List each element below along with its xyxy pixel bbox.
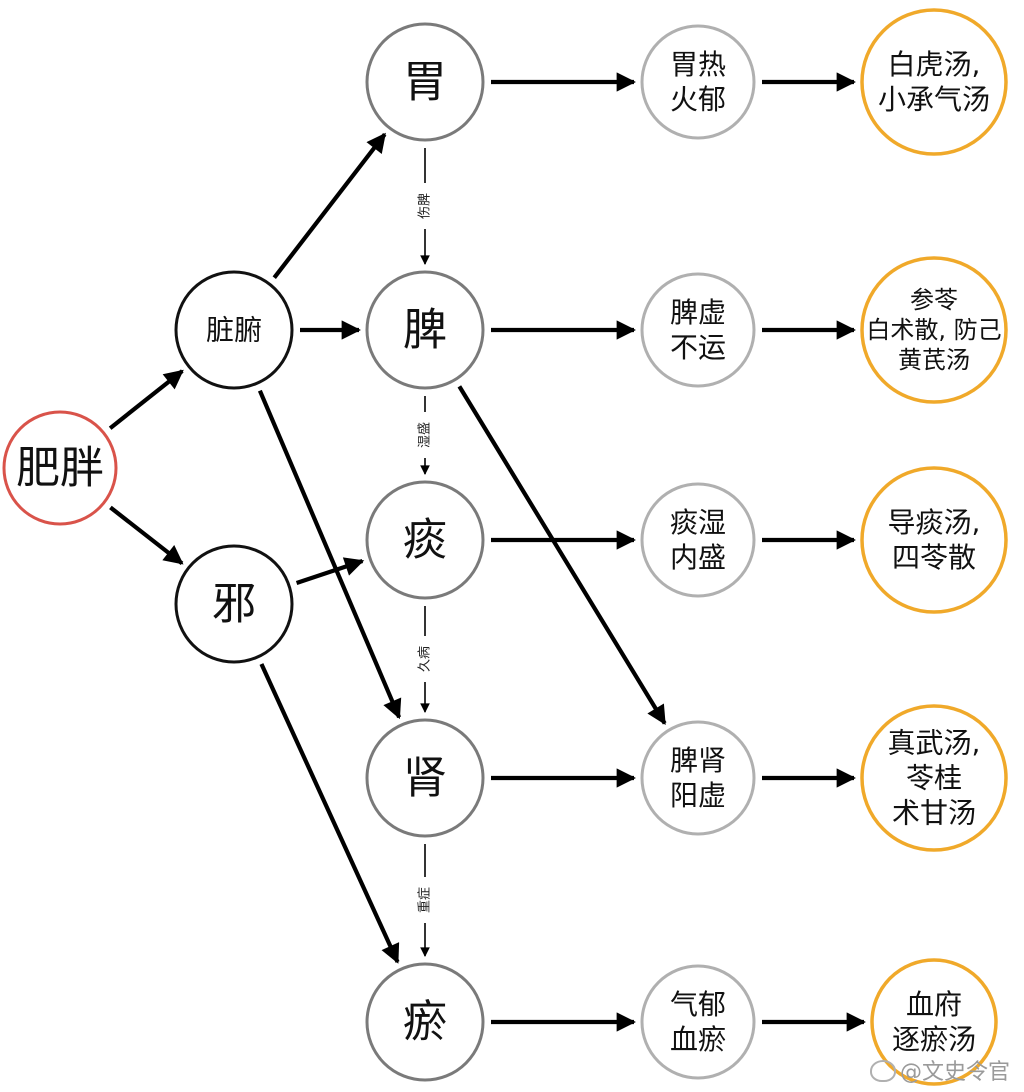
node-circle-t4 [860,704,1008,852]
edge-xie-to-yu [259,663,400,964]
node-text-t3-0: 导痰汤, [888,506,981,539]
watermark-text: @文史令官 [899,1060,1010,1085]
node-text-weire-0: 胃热 [670,48,726,81]
node-text-t1-0: 白虎汤, [888,48,981,81]
node-text-weire-1: 火郁 [670,83,726,116]
node-text-shen-0: 肾 [403,753,447,804]
node-circle-weire [640,24,756,140]
node-xie: 邪 [174,544,294,664]
node-text-yu-0: 瘀 [403,997,447,1048]
node-text-t1-1: 小承气汤 [878,83,990,116]
node-text-tanshi-1: 内盛 [670,541,726,574]
node-t1: 白虎汤,小承气汤 [860,8,1008,156]
node-text-t4-0: 真武汤, [888,727,981,760]
edge-xie-to-tan [295,557,365,586]
node-text-feipang-0: 肥胖 [16,443,104,494]
node-shen: 肾 [365,718,485,838]
node-feipang: 肥胖 [2,410,118,526]
edge-label-pi-tan: 湿盛 [418,422,433,448]
node-wei: 胃 [365,22,485,142]
node-circle-feipang [2,410,118,526]
node-text-xie-0: 邪 [212,579,256,630]
node-circle-wei [365,22,485,142]
node-circle-zangfu [174,270,294,390]
node-text-t2-1: 白术散, 防己 [866,316,1001,344]
node-text-t2-0: 参苓 [910,286,958,314]
node-circle-pi [365,270,485,390]
edge-feipang-to-zangfu [108,369,184,430]
node-text-pi-0: 脾 [403,305,447,356]
node-circle-t2 [860,256,1008,404]
node-circle-t1 [860,8,1008,156]
node-text-pishen-1: 阳虚 [670,779,726,812]
node-text-wei-0: 胃 [403,57,447,108]
weibo-icon [869,1060,896,1082]
node-text-t4-1: 苓桂 [906,762,962,795]
node-text-t5-0: 血府 [906,988,962,1021]
node-circle-xie [174,544,294,664]
node-pi: 脾 [365,270,485,390]
node-circle-pixu [640,272,756,388]
node-circle-qiyu [640,964,756,1080]
edge-zangfu-to-wei [272,132,387,279]
node-t3: 导痰汤,四苓散 [860,466,1008,614]
node-zangfu: 脏腑 [174,270,294,390]
node-text-pixu-1: 不运 [670,331,726,364]
node-text-tanshi-0: 痰湿 [670,506,726,539]
node-text-pishen-0: 脾肾 [670,744,726,777]
edge-pi-to-pishen [457,385,667,725]
node-circle-tanshi [640,482,756,598]
edge-zangfu-to-shen [257,389,402,720]
watermark: @文史令官 [869,1054,1010,1086]
edge-label-wei-pi: 伤脾 [418,193,433,219]
node-text-zangfu-0: 脏腑 [206,314,262,347]
node-circle-tan [365,480,485,600]
node-text-qiyu-1: 血瘀 [670,1023,726,1056]
node-text-pixu-0: 脾虚 [670,296,726,329]
edge-label-tan-shen: 久病 [418,646,433,672]
edge-feipang-to-xie [109,505,184,566]
node-text-t5-1: 逐瘀汤 [892,1023,976,1056]
node-circle-yu [365,962,485,1082]
node-text-tan-0: 痰 [403,515,447,566]
node-tan: 痰 [365,480,485,600]
node-text-t3-1: 四苓散 [892,541,976,574]
edge-label-shen-yu: 重症 [417,887,433,913]
nodes-layer: 肥胖脏腑邪胃脾痰肾瘀胃热火郁脾虚不运痰湿内盛脾肾阳虚气郁血瘀白虎汤,小承气汤参苓… [2,8,1008,1086]
node-circle-shen [365,718,485,838]
node-circle-t5 [870,958,998,1086]
node-text-t2-2: 黄芪汤 [898,346,970,374]
node-circle-t3 [860,466,1008,614]
node-yu: 瘀 [365,962,485,1082]
node-text-t4-2: 术甘汤 [892,797,976,830]
node-circle-pishen [640,720,756,836]
node-text-qiyu-0: 气郁 [670,988,726,1021]
